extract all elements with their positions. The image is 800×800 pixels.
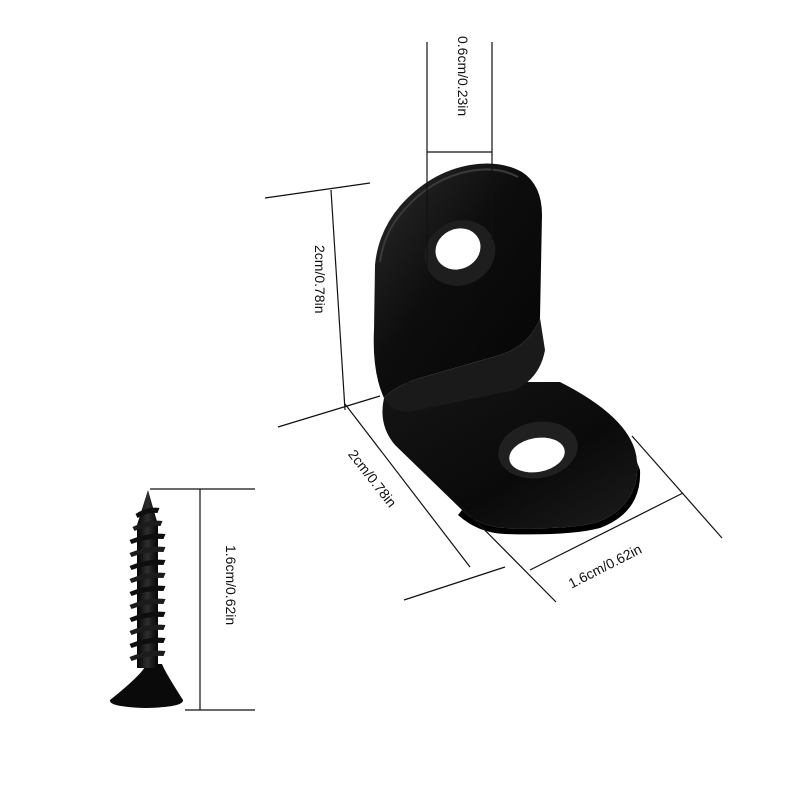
screw-threads: [129, 507, 166, 661]
height-dim-line: [330, 189, 346, 411]
screw-thread: [129, 559, 166, 570]
screw-thread: [129, 650, 166, 661]
bracket-rim-highlight: [379, 168, 519, 263]
screw-thread: [129, 637, 166, 648]
bracket-upper-hole: [424, 220, 496, 286]
vertical-leg-height-label: 2cm/0.78in: [312, 245, 328, 314]
screw-thread: [129, 546, 166, 557]
hole-diameter-label: 0.6cm/0.23in: [455, 36, 471, 117]
screw-thread: [129, 611, 166, 622]
screw: [109, 490, 184, 708]
screw-thread: [135, 507, 160, 518]
height-dim-extension-bottom: [277, 395, 381, 428]
width-dim-extension-left: [454, 499, 557, 603]
l-bracket: [373, 163, 641, 535]
height-dim-extension-top: [264, 182, 371, 199]
screw-length-label: 1.6cm/0.62in: [223, 545, 239, 626]
width-dim-line: [529, 492, 684, 571]
dimension-lines: [150, 42, 723, 711]
width-dim-extension-right: [631, 435, 723, 539]
screw-thread: [129, 598, 166, 609]
bracket-lower-hole: [498, 421, 578, 479]
length-dim-line: [344, 403, 471, 568]
screw-thread: [129, 585, 166, 596]
screw-thread: [129, 624, 166, 635]
length-dim-extension-bottom: [403, 566, 506, 601]
screw-thread: [129, 572, 166, 583]
screw-head: [109, 664, 184, 708]
bracket-bend: [384, 318, 545, 412]
bracket-base-edge: [458, 462, 641, 535]
screw-thread: [132, 520, 163, 531]
screw-thread: [129, 533, 166, 544]
